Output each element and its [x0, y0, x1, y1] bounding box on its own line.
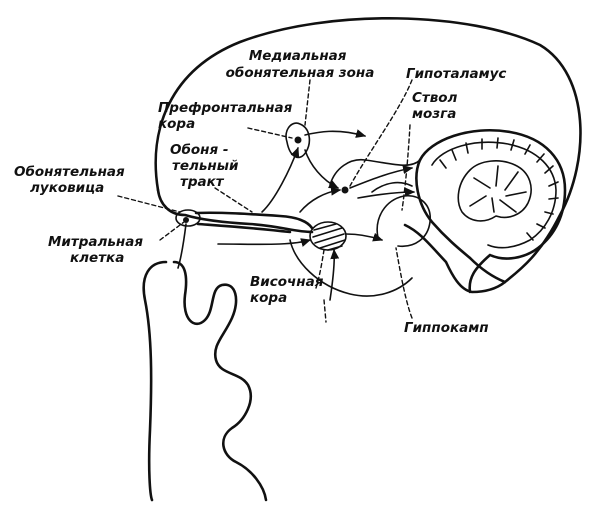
brainstem-stalk	[415, 158, 472, 260]
leader-hippocampus	[395, 247, 413, 319]
hypothalamus-node	[341, 186, 349, 194]
label-mitral-cell: Митральная клетка	[48, 234, 148, 266]
leader-mitral	[159, 221, 185, 241]
leader-temporal	[315, 249, 325, 289]
label-prefrontal-cortex: Префронтальная кора	[158, 100, 297, 132]
cerebellum-rings	[431, 141, 557, 249]
path-medial-to-hypothalamus	[304, 149, 340, 189]
path-temporal-up	[329, 248, 340, 301]
label-hypothalamus: Гипоталамус	[406, 66, 506, 82]
olfactory-bulb	[175, 209, 201, 227]
label-medial-olfactory-zone: Медиальная обонятельная зона	[226, 48, 375, 81]
nasal-cavity-outline	[142, 260, 168, 502]
brainstem-outline	[418, 128, 567, 294]
leader-prefrontal	[247, 127, 293, 139]
olfactory-tract-lower	[196, 222, 292, 234]
thalamic-curve	[371, 181, 413, 193]
path-bulb-to-temporal	[217, 238, 312, 247]
amygdala-hatching	[312, 223, 346, 251]
label-brainstem: Ствол мозга	[412, 90, 462, 122]
leader-brainstem	[401, 124, 411, 211]
leader-bulb	[117, 195, 181, 213]
leader-temporal-2	[323, 299, 327, 323]
hypothalamus-region	[329, 159, 421, 186]
brainstem-lower	[468, 256, 507, 284]
label-hippocampus: Гиппокамп	[404, 320, 489, 336]
cerebellum-hatching	[439, 137, 559, 241]
leader-medial-zone	[304, 79, 311, 126]
path-tract-to-hypothalamus	[299, 186, 342, 213]
nasal-concha-outline	[172, 260, 268, 502]
cerebellum-inner	[457, 160, 532, 222]
mitral-cell-node	[183, 217, 189, 223]
path-prefrontal-to-medial	[304, 129, 367, 138]
brain-outline	[154, 17, 582, 294]
leader-tract	[214, 187, 253, 213]
path-tract-to-prefrontal	[261, 146, 300, 213]
path-to-brainstem-2	[357, 187, 416, 199]
leader-hypothalamus	[349, 79, 413, 187]
path-hypothalamus-to-brainstem	[349, 165, 414, 189]
temporal-lobe-contour	[289, 239, 413, 297]
label-olfactory-tract: Обоня - тельный тракт	[170, 142, 243, 190]
label-olfactory-bulb: Обонятельная луковица	[14, 164, 129, 196]
mitral-axon	[177, 223, 187, 269]
cerebellum-folia	[469, 165, 527, 213]
prefrontal-node	[294, 136, 302, 144]
path-amygdala-to-hippocampus	[345, 232, 384, 242]
hippocampus-shape	[376, 195, 431, 247]
olfactory-tract-upper	[194, 211, 314, 230]
label-temporal-cortex: Височная кора	[250, 274, 328, 306]
